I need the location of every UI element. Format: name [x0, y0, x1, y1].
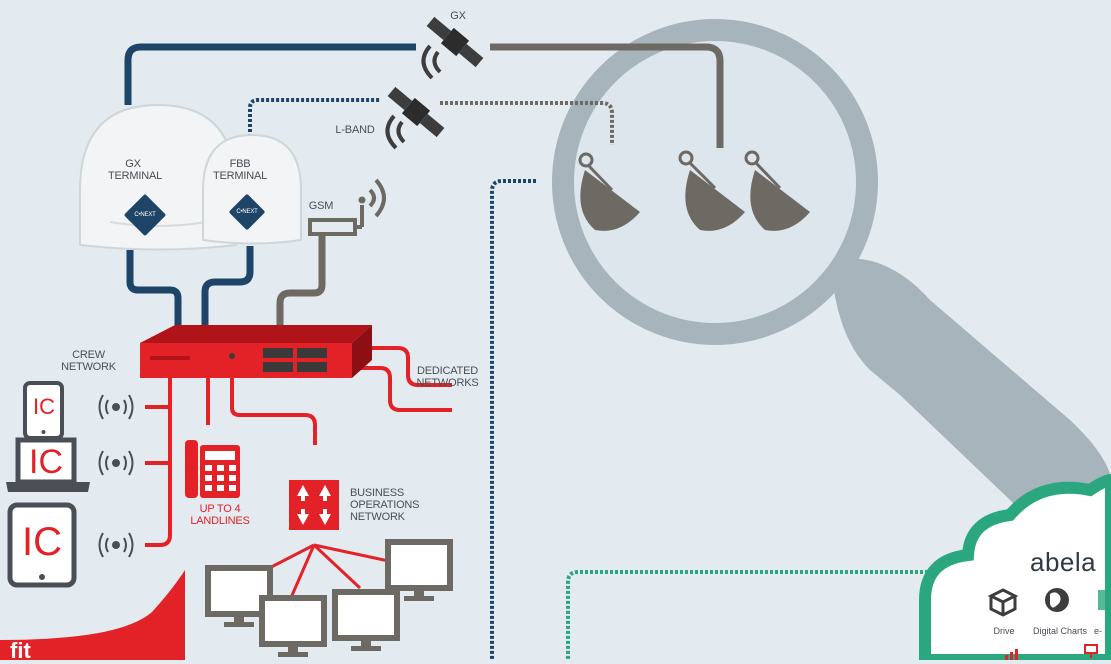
gx-dome-logo [124, 194, 166, 236]
wifi-icon-2 [98, 450, 134, 476]
magnifier-handle [830, 258, 1111, 545]
landlines-label: UP TO 4 LANDLINES [190, 503, 250, 527]
ground-link-line [490, 179, 536, 660]
lband-downlink-line [440, 101, 614, 145]
satellite-lband-icon [387, 86, 445, 138]
dedicated-networks-label: DEDICATED NETWORKS [416, 365, 479, 389]
ground-dishes [578, 150, 810, 231]
cloud-item-e[interactable]: e- [1094, 626, 1103, 636]
gx-link-line [124, 43, 416, 105]
satellite-lband-signal-icon [385, 114, 406, 150]
magnifier [552, 19, 1111, 545]
signal-bars-icon [1005, 649, 1018, 660]
e-service-icon [1098, 590, 1111, 610]
brand-text: fit [10, 638, 31, 663]
monitor-icon-3 [332, 589, 400, 651]
tablet-device-icon [7, 502, 77, 588]
lband-satellite-label: L-BAND [335, 124, 375, 136]
fbb-terminal-dome [202, 133, 302, 245]
gsm-label: GSM [308, 200, 334, 212]
gx-dome-logo-text: C•NEXT [134, 212, 156, 218]
satellite-gx-icon [426, 16, 484, 68]
gx-terminal-dome [79, 103, 237, 251]
monitor-icon-4 [385, 539, 453, 601]
cloud-link-line [566, 570, 948, 660]
monitor-icon-2 [259, 595, 327, 657]
fbb-dome-logo-text: C•NEXT [236, 209, 258, 215]
network-switch-icon [289, 480, 339, 530]
drive-icon [987, 588, 1019, 617]
cloud-title: abela [1030, 547, 1097, 577]
terminal-cables [126, 236, 326, 325]
phone-ic-text: IC [33, 394, 55, 419]
digital-charts-icon [1045, 588, 1069, 612]
crew-network-label: CREW NETWORK [61, 349, 116, 373]
dish-icon-2 [678, 150, 745, 231]
cloud-item-digital-charts[interactable]: Digital Charts [1032, 626, 1088, 636]
fbb-terminal-label: FBB TERMINAL [212, 158, 268, 182]
satellite-gx-signal-icon [421, 44, 442, 80]
red-network-lines [145, 346, 452, 547]
business-network-label: BUSINESS OPERATIONS NETWORK [350, 487, 420, 523]
laptop-device-icon [6, 437, 90, 492]
wifi-icon-1 [98, 394, 134, 420]
laptop-ic-text: IC [29, 443, 63, 481]
magnifier-lens [552, 19, 878, 345]
cloud-item-drive[interactable]: Drive [993, 626, 1015, 636]
fbb-dome-logo [229, 194, 265, 230]
satellite-links [124, 43, 948, 660]
router-box [140, 325, 372, 378]
gsm-router-icon [308, 178, 386, 236]
tablet-ic-text: IC [22, 520, 62, 564]
abela-cloud [919, 473, 1111, 660]
gx-terminal-label: GX TERMINAL [108, 158, 163, 182]
gx-downlink-line [490, 43, 724, 148]
wifi-icon-3 [98, 532, 134, 558]
lband-link-line [248, 98, 380, 137]
business-branch-lines [245, 543, 399, 601]
dish-icon-1 [578, 152, 640, 231]
landline-phone-icon [185, 440, 240, 498]
gx-satellite-label: GX [450, 10, 466, 22]
monitor-small-icon [1084, 644, 1098, 658]
brand-red-shape [0, 570, 185, 660]
dish-icon-3 [744, 150, 810, 231]
